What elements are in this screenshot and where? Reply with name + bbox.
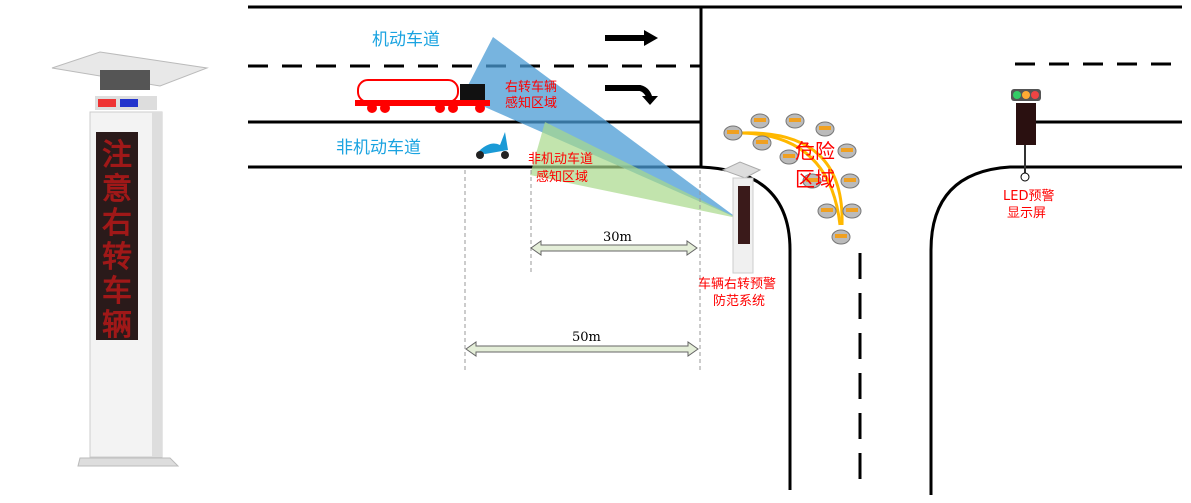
led-label-2: 显示屏 (1007, 206, 1046, 221)
danger-zone-label-2: 区域 (795, 167, 835, 191)
road-stud-icon (815, 121, 835, 137)
right-turn-detection-zone (462, 37, 737, 218)
dimension-guides (464, 170, 701, 372)
road-stud-icon (723, 125, 743, 141)
pillar-display-char: 右 (102, 206, 132, 241)
motor-lane-label: 机动车道 (372, 30, 440, 50)
system-label: 车辆右转预警 (698, 276, 776, 292)
non-motor-zone-label-2: 感知区域 (536, 169, 588, 185)
road-stud-icon (802, 173, 822, 189)
pillar-display-char: 注 (102, 138, 132, 173)
tanker-truck-icon (355, 79, 490, 113)
road-lines (248, 5, 1182, 495)
distance-30-label: 30m (603, 230, 632, 245)
non-motor-detection-zone (530, 122, 737, 218)
straight-arrow-icon (605, 30, 658, 46)
road-stud-icon (831, 229, 851, 245)
dimension-arrows (465, 240, 699, 357)
pillar-display-char: 车 (102, 274, 132, 309)
road-stud-icon (752, 135, 772, 151)
road-stud-icon (817, 203, 837, 219)
right-turn-zone-label: 右转车辆 (505, 79, 557, 95)
road-stud-icon (840, 173, 860, 189)
road-stud-icon (837, 143, 857, 159)
danger-curves (741, 131, 844, 226)
pillar-display-char: 转 (102, 240, 132, 275)
led-label: LED预警 (1003, 188, 1054, 204)
right-turn-arrow-icon (605, 85, 658, 105)
system-label-2: 防范系统 (713, 293, 765, 309)
scooter-icon (476, 132, 509, 159)
distance-50-label: 50m (572, 330, 601, 345)
non-motor-zone-label: 非机动车道 (528, 151, 593, 167)
road-stud-icon (842, 203, 862, 219)
warning-pillar-small (721, 161, 762, 274)
non-motor-lane-label: 非机动车道 (336, 138, 421, 158)
led-display-sign (1011, 89, 1041, 182)
road-stud-icon (779, 149, 799, 165)
road-stud-icon (750, 113, 770, 129)
right-turn-zone-label-2: 感知区域 (505, 95, 557, 111)
road-studs (723, 113, 862, 245)
pillar-display-char: 辆 (102, 308, 132, 343)
pillar-display-char: 意 (102, 172, 132, 207)
road-stud-icon (785, 113, 805, 129)
danger-zone-label: 危险 (795, 139, 835, 163)
